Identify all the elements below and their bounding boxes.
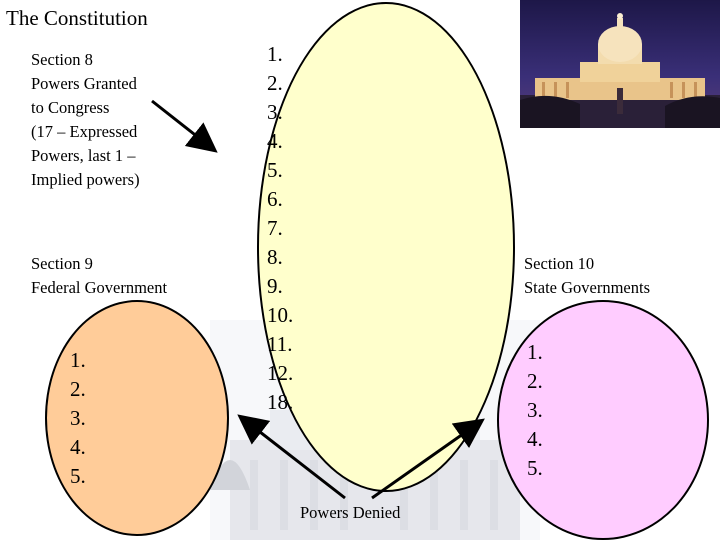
list-item: 5. bbox=[70, 462, 86, 491]
section-8-line: Powers, last 1 – bbox=[31, 144, 140, 168]
list-item: 1. bbox=[267, 40, 293, 69]
section-8-line: (17 – Expressed bbox=[31, 120, 140, 144]
section-8-line: Powers Granted bbox=[31, 72, 140, 96]
section-10-line: Section 10 bbox=[524, 252, 650, 276]
federal-denied-list: 1. 2. 3. 4. 5. bbox=[70, 346, 86, 491]
section-8-line: to Congress bbox=[31, 96, 140, 120]
list-item: 4. bbox=[70, 433, 86, 462]
list-item: 2. bbox=[70, 375, 86, 404]
section-8-line: Implied powers) bbox=[31, 168, 140, 192]
list-item: 12. bbox=[267, 359, 293, 388]
section-8-line: Section 8 bbox=[31, 48, 140, 72]
arrow-to-congress bbox=[152, 101, 213, 149]
list-item: 4. bbox=[267, 127, 293, 156]
list-item: 11. bbox=[267, 330, 293, 359]
list-item: 3. bbox=[267, 98, 293, 127]
section-9-line: Federal Government bbox=[31, 276, 167, 300]
list-item: 18. bbox=[267, 388, 293, 417]
section-10-line: State Governments bbox=[524, 276, 650, 300]
section-9-text: Section 9 Federal Government bbox=[31, 252, 167, 300]
section-9-line: Section 9 bbox=[31, 252, 167, 276]
list-item: 2. bbox=[527, 367, 543, 396]
state-denied-list: 1. 2. 3. 4. 5. bbox=[527, 338, 543, 483]
slide-title: The Constitution bbox=[6, 6, 148, 31]
list-item: 3. bbox=[70, 404, 86, 433]
list-item: 3. bbox=[527, 396, 543, 425]
list-item: 4. bbox=[527, 425, 543, 454]
list-item: 5. bbox=[267, 156, 293, 185]
list-item: 8. bbox=[267, 243, 293, 272]
list-item: 7. bbox=[267, 214, 293, 243]
list-item: 1. bbox=[70, 346, 86, 375]
powers-denied-label: Powers Denied bbox=[300, 502, 400, 524]
list-item: 5. bbox=[527, 454, 543, 483]
section-8-text: Section 8 Powers Granted to Congress (17… bbox=[31, 48, 140, 192]
congress-powers-list: 1. 2. 3. 4. 5. 6. 7. 8. 9. 10. 11. 12. 1… bbox=[267, 40, 293, 417]
list-item: 6. bbox=[267, 185, 293, 214]
congress-powers-oval bbox=[257, 2, 515, 492]
section-10-text: Section 10 State Governments bbox=[524, 252, 650, 300]
list-item: 10. bbox=[267, 301, 293, 330]
list-item: 1. bbox=[527, 338, 543, 367]
capitol-photo bbox=[520, 0, 720, 128]
list-item: 2. bbox=[267, 69, 293, 98]
list-item: 9. bbox=[267, 272, 293, 301]
